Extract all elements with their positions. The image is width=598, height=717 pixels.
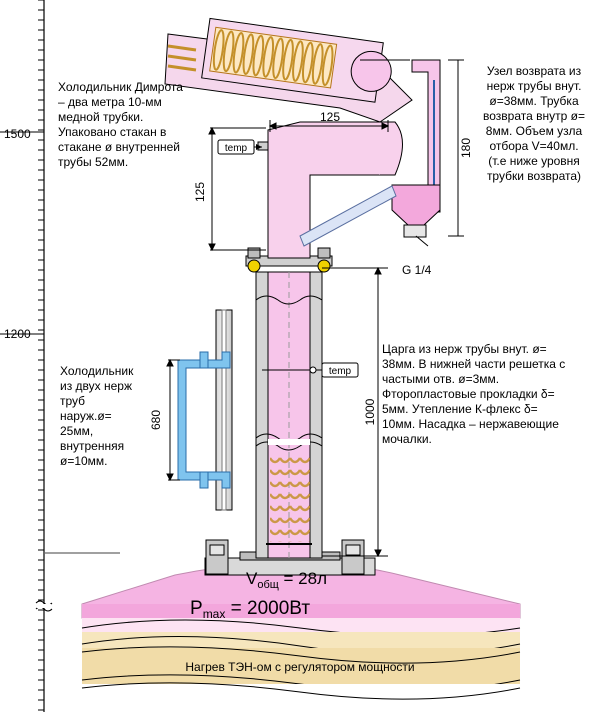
dimroth-note-line: медной трубки. bbox=[58, 110, 144, 124]
dim-125-left: 125 bbox=[193, 182, 207, 202]
condenser-coil-turn bbox=[232, 31, 245, 74]
cooler-note-line: ø=10мм. bbox=[60, 454, 108, 468]
height-scale bbox=[0, 0, 53, 712]
condenser-coil-turn bbox=[212, 29, 225, 71]
column-note-line: частыми отв. ø=3мм. bbox=[382, 372, 500, 386]
g14-label: G 1/4 bbox=[402, 263, 432, 277]
return-unit-note-line: трубки возврата) bbox=[486, 169, 582, 183]
return-unit-note-line: нерж трубы внут. bbox=[486, 79, 582, 93]
power-label: Pmax = 2000Вт bbox=[190, 598, 310, 621]
cooler-note-line: наруж.ø= bbox=[60, 409, 112, 423]
column-note-line: Фторопластовые прокладки δ= bbox=[382, 387, 555, 401]
cooler-note-line: Холодильник bbox=[60, 364, 134, 378]
column-note: Царга из нерж трубы внут. ø=38мм. В нижн… bbox=[382, 342, 596, 447]
external-cooler bbox=[177, 309, 233, 511]
condenser-coil-turn bbox=[252, 34, 265, 77]
condenser-coil-turn bbox=[311, 43, 324, 85]
cooler-note-line: труб bbox=[60, 394, 86, 408]
column-note-line: 5мм. Утепление К-флекс δ= bbox=[382, 402, 538, 416]
scale-label-1500: 1500 bbox=[4, 127, 31, 141]
column-note-line: Царга из нерж трубы внут. ø= bbox=[382, 342, 547, 356]
condenser-coil-turn bbox=[301, 41, 314, 84]
condenser-coil-turn bbox=[321, 44, 334, 87]
condenser-coil-turn bbox=[272, 37, 284, 80]
return-unit-note-line: возврата внутр ø= bbox=[483, 109, 585, 123]
dimroth-note-line: Холодильник Димрота bbox=[58, 80, 183, 94]
return-unit-note-line: (т.е ниже уровня bbox=[488, 154, 580, 168]
return-unit-note-line: отбора V=40мл. bbox=[489, 139, 579, 153]
cooler-note-line: внутренняя bbox=[60, 439, 125, 453]
condenser-coil-turn bbox=[242, 33, 255, 75]
dim-125-top: 125 bbox=[320, 110, 340, 124]
dimension-lines bbox=[166, 59, 429, 558]
temp-mid-label: temp bbox=[329, 366, 352, 377]
dimroth-note-line: стакане ø внутренней bbox=[58, 140, 180, 154]
temp-top-label: temp bbox=[225, 143, 248, 154]
condenser-coil-turn bbox=[292, 40, 304, 82]
condenser-coil-turn bbox=[222, 30, 235, 73]
dimroth-note-line: трубы 52мм. bbox=[58, 155, 129, 169]
return-unit-note-line: ø=38мм. Трубка bbox=[489, 94, 579, 108]
volume-label: Vобщ = 28л bbox=[246, 569, 327, 591]
dimroth-note-line: Упаковано стакан в bbox=[58, 125, 167, 139]
temp-sensor-top: temp bbox=[217, 139, 262, 155]
column-note-line: 10мм. Насадка – нержавеющие bbox=[382, 417, 559, 431]
cooler-note-line: из двух нерж bbox=[60, 379, 132, 393]
heater-label: Нагрев ТЭН-ом с регулятором мощности bbox=[185, 660, 414, 674]
return-unit-note-line: Узел возврата из bbox=[486, 64, 582, 78]
dim-1000: 1000 bbox=[363, 398, 377, 425]
column-note-line: мочалки. bbox=[382, 432, 432, 446]
dim-180: 180 bbox=[459, 138, 473, 158]
temp-sensor-mid: temp bbox=[309, 362, 359, 378]
return-unit-note-line: 8мм. Объем узла bbox=[485, 124, 583, 138]
head-unit bbox=[164, 17, 464, 259]
condenser-coil-turn bbox=[282, 38, 294, 81]
dimroth-note-line: – два метра 10-мм bbox=[58, 95, 162, 109]
heater-base bbox=[81, 539, 521, 712]
condenser-coil-turn bbox=[262, 36, 275, 78]
column-note-line: 38мм. В нижней части решетка с bbox=[382, 357, 566, 371]
dim-680: 680 bbox=[149, 410, 163, 430]
column-tsarga bbox=[245, 247, 333, 559]
scale-label-1200: 1200 bbox=[4, 327, 31, 341]
cooler-note-line: 25мм, bbox=[60, 424, 94, 438]
